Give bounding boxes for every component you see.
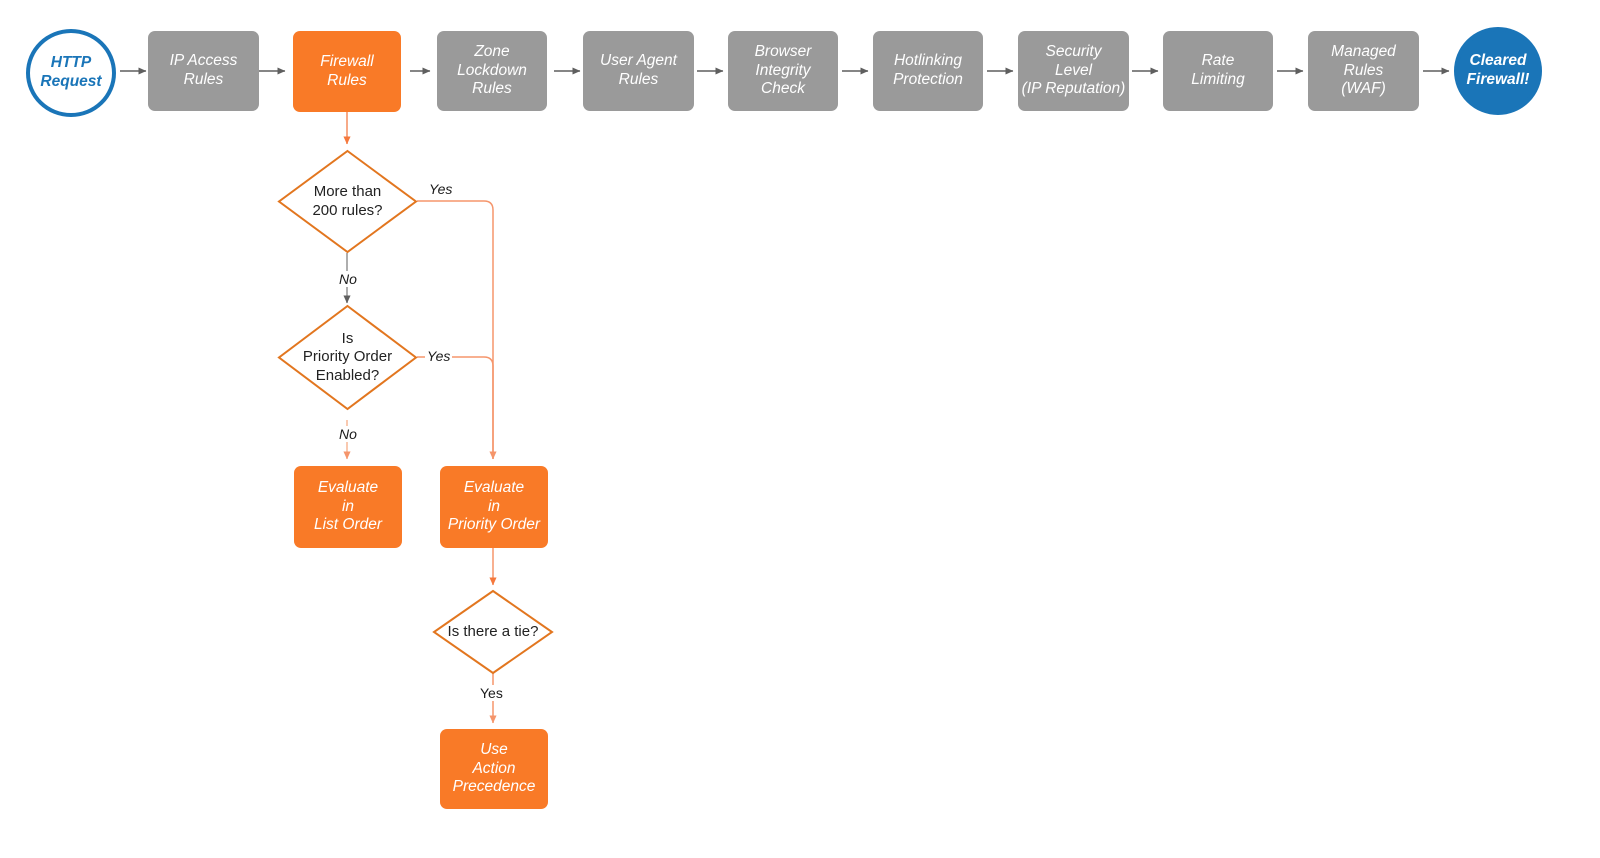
node-is-there-a-tie[interactable]: Is there a tie?	[432, 589, 554, 675]
node-firewall-rules[interactable]: Firewall Rules	[293, 31, 401, 112]
node-evaluate-in-list-order-label: Evaluate in List Order	[313, 478, 383, 534]
edge-label-priority-order-no: No	[337, 426, 359, 442]
node-use-action-precedence-label: Use Action Precedence	[452, 740, 536, 796]
node-is-priority-order-enabled[interactable]: Is Priority Order Enabled?	[277, 304, 418, 411]
node-security-level[interactable]: Security Level (IP Reputation)	[1018, 31, 1129, 111]
node-rate-limiting-label: Rate Limiting	[1191, 52, 1245, 88]
node-managed-rules-waf[interactable]: Managed Rules (WAF)	[1308, 31, 1419, 111]
node-browser-integrity-check-label: Browser Integrity Check	[754, 42, 812, 98]
edge-label-priority-order-yes: Yes	[425, 348, 453, 364]
node-evaluate-in-priority-order[interactable]: Evaluate in Priority Order	[440, 466, 548, 548]
node-more-than-200-rules-label: More than 200 rules?	[312, 183, 383, 219]
node-zone-lockdown-rules-label: Zone Lockdown Rules	[457, 42, 527, 98]
node-http-request-label: HTTP Request	[40, 54, 102, 90]
node-user-agent-rules[interactable]: User Agent Rules	[583, 31, 694, 111]
edge-label-tie-yes: Yes	[478, 685, 505, 701]
edge-more-than-200-yes	[417, 200, 497, 460]
node-is-priority-order-enabled-label: Is Priority Order Enabled?	[302, 330, 393, 384]
node-security-level-label: Security Level (IP Reputation)	[1021, 42, 1126, 98]
node-browser-integrity-check[interactable]: Browser Integrity Check	[728, 31, 838, 111]
node-user-agent-rules-label: User Agent Rules	[600, 52, 677, 88]
node-rate-limiting[interactable]: Rate Limiting	[1163, 31, 1273, 111]
node-hotlinking-protection-label: Hotlinking Protection	[893, 52, 963, 88]
node-cleared-firewall-label: Cleared Firewall!	[1466, 52, 1530, 88]
node-evaluate-in-priority-order-label: Evaluate in Priority Order	[447, 478, 541, 534]
node-evaluate-in-list-order[interactable]: Evaluate in List Order	[294, 466, 402, 548]
edge-label-more-than-200-yes: Yes	[427, 181, 455, 197]
node-cleared-firewall[interactable]: Cleared Firewall!	[1454, 27, 1542, 115]
node-ip-access-rules[interactable]: IP Access Rules	[148, 31, 259, 111]
edge-priority-order-yes	[417, 356, 494, 459]
node-hotlinking-protection[interactable]: Hotlinking Protection	[873, 31, 983, 111]
edge-label-more-than-200-no: No	[337, 271, 359, 287]
node-firewall-rules-label: Firewall Rules	[320, 52, 374, 89]
node-managed-rules-waf-label: Managed Rules (WAF)	[1331, 42, 1396, 98]
node-is-there-a-tie-label: Is there a tie?	[447, 622, 539, 640]
node-more-than-200-rules[interactable]: More than 200 rules?	[277, 149, 418, 254]
node-http-request[interactable]: HTTP Request	[26, 29, 116, 117]
node-ip-access-rules-label: IP Access Rules	[169, 52, 238, 88]
node-zone-lockdown-rules[interactable]: Zone Lockdown Rules	[437, 31, 547, 111]
node-use-action-precedence[interactable]: Use Action Precedence	[440, 729, 548, 809]
diamond-shape-more-than-200	[277, 149, 418, 254]
diamond-shape-priority-order	[277, 304, 418, 411]
